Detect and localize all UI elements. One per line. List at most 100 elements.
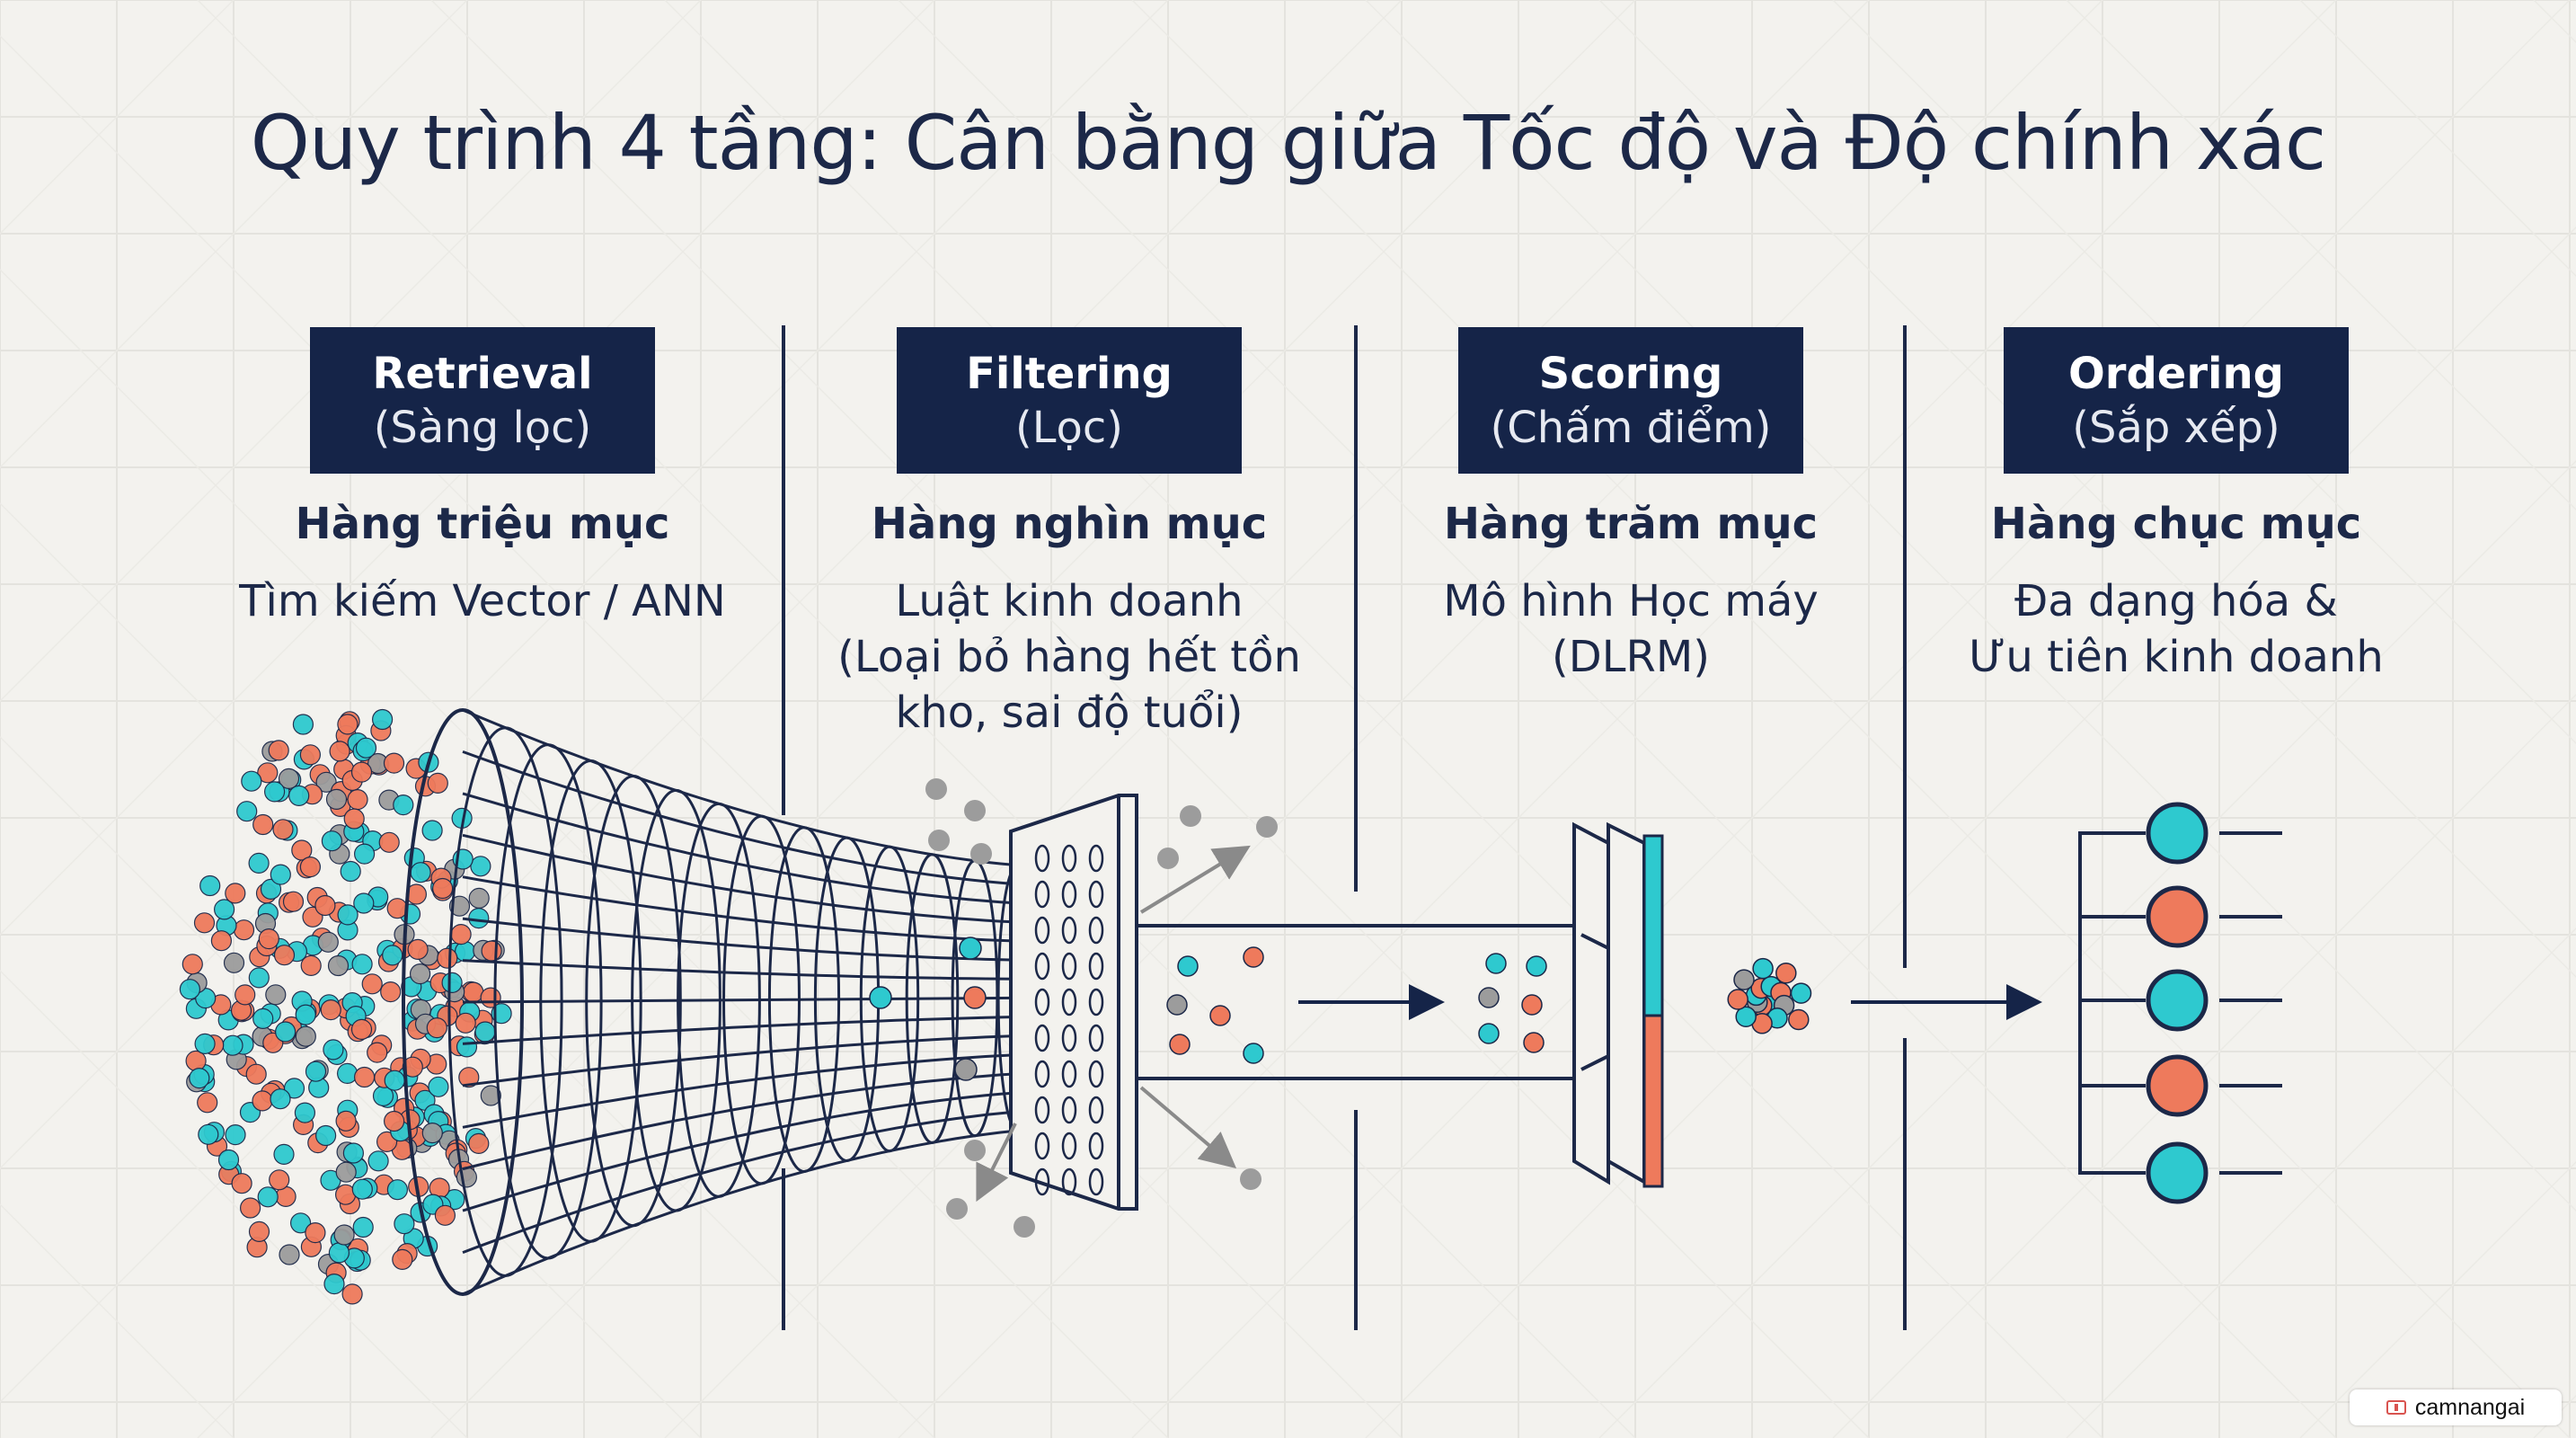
item-dot bbox=[1209, 1005, 1231, 1026]
desc-line: Mô hình Học máy bbox=[1443, 576, 1819, 626]
grid-line bbox=[0, 0, 1402, 1438]
grid-line bbox=[0, 969, 468, 1438]
grid-line bbox=[1832, 693, 2576, 1438]
item-dot bbox=[354, 843, 376, 865]
item-dot bbox=[245, 1063, 267, 1085]
item-dot bbox=[333, 1224, 355, 1246]
item-dot bbox=[292, 714, 314, 735]
item-dot bbox=[428, 1076, 449, 1097]
stage-name: Filtering bbox=[966, 348, 1173, 399]
item-dot bbox=[283, 1078, 305, 1099]
item-dot bbox=[235, 984, 256, 1006]
item-dot bbox=[1523, 1032, 1545, 1053]
filter-hole bbox=[1034, 952, 1050, 981]
filter-hole bbox=[1061, 844, 1077, 873]
item-dot bbox=[1166, 994, 1188, 1016]
item-dot bbox=[963, 986, 987, 1009]
item-dot bbox=[325, 788, 348, 811]
grid-line bbox=[2066, 927, 2576, 1438]
item-dot bbox=[474, 1021, 496, 1043]
pipe-mouth bbox=[1580, 933, 1610, 1071]
item-dot bbox=[335, 1110, 357, 1132]
item-cloud bbox=[179, 708, 512, 1305]
item-dot bbox=[317, 931, 339, 953]
item-dot bbox=[179, 979, 200, 1000]
item-dot bbox=[481, 940, 502, 962]
funnel-ring bbox=[539, 759, 642, 1243]
item-dot bbox=[295, 1025, 316, 1047]
item-dot bbox=[392, 1248, 413, 1271]
stage-count-retrieval: Hàng triệu mục bbox=[295, 499, 670, 549]
stage-subtitle: (Lọc) bbox=[1015, 402, 1123, 453]
item-dot bbox=[402, 1056, 423, 1078]
item-dot bbox=[321, 830, 342, 852]
item-dot bbox=[270, 864, 291, 885]
item-dot bbox=[198, 1123, 219, 1145]
ranked-item bbox=[2146, 969, 2209, 1032]
funnel-strand bbox=[462, 1033, 1061, 1087]
item-dot bbox=[231, 1173, 252, 1194]
item-dot bbox=[354, 1066, 376, 1088]
stage-subtitle: (Sắp xếp) bbox=[2072, 402, 2280, 453]
filter-hole bbox=[1088, 1167, 1104, 1196]
item-dot bbox=[434, 1204, 456, 1226]
item-dot bbox=[468, 1132, 490, 1155]
item-dot bbox=[869, 986, 892, 1009]
item-dot bbox=[468, 907, 490, 929]
stage-count-filtering: Hàng nghìn mục bbox=[871, 499, 1268, 549]
funnel-strand bbox=[462, 1015, 1061, 1045]
item-dot bbox=[383, 752, 405, 774]
item-dot bbox=[380, 981, 402, 1003]
filter-hole bbox=[1088, 1096, 1104, 1124]
filter-hole bbox=[1034, 1060, 1050, 1088]
item-dot bbox=[382, 945, 403, 966]
item-dot bbox=[315, 1124, 337, 1147]
item-dot bbox=[1485, 953, 1507, 974]
item-dot bbox=[384, 1070, 405, 1091]
item-dot bbox=[299, 856, 321, 878]
item-dot bbox=[252, 813, 274, 836]
stage-desc-ordering: Đa dạng hóa & Ưu tiên kinh doanh bbox=[1898, 573, 2455, 685]
item-dot bbox=[367, 1042, 388, 1063]
item-dot bbox=[361, 973, 383, 995]
filter-hole bbox=[1061, 1060, 1077, 1088]
rejected-dot bbox=[1014, 1216, 1035, 1238]
item-dot bbox=[1752, 957, 1774, 980]
item-dot bbox=[279, 1244, 300, 1265]
item-dot bbox=[268, 740, 289, 761]
item-dot bbox=[282, 891, 305, 912]
item-dot bbox=[340, 860, 361, 883]
item-dot bbox=[350, 761, 373, 783]
filter-hole bbox=[1088, 1060, 1104, 1088]
filter-hole bbox=[1061, 1132, 1077, 1160]
item-dot bbox=[214, 899, 235, 920]
item-dot bbox=[181, 954, 203, 975]
funnel-strand bbox=[462, 959, 1060, 981]
item-dot bbox=[252, 1007, 274, 1030]
reject-arrow bbox=[1139, 1086, 1237, 1169]
item-dot bbox=[258, 928, 279, 950]
filter-hole bbox=[1088, 844, 1104, 873]
filter-hole bbox=[1088, 916, 1104, 945]
item-dot bbox=[260, 878, 282, 901]
grid-line bbox=[0, 0, 935, 936]
item-dot bbox=[1177, 955, 1199, 977]
scoring-plate bbox=[1607, 821, 1646, 1185]
item-dot bbox=[337, 714, 359, 735]
item-dot bbox=[341, 1283, 363, 1305]
score-bar-coral bbox=[1642, 1014, 1664, 1188]
item-dot bbox=[456, 1036, 478, 1058]
stage-subtitle: (Chấm điểm) bbox=[1490, 402, 1772, 453]
item-dot bbox=[210, 930, 232, 952]
stage-divider bbox=[1903, 1038, 1907, 1330]
item-dot bbox=[1521, 994, 1543, 1016]
item-dot bbox=[225, 883, 246, 904]
item-dot bbox=[257, 762, 279, 784]
desc-line: Tìm kiếm Vector / ANN bbox=[239, 576, 726, 626]
item-dot bbox=[236, 801, 258, 822]
funnel-ring bbox=[631, 788, 721, 1212]
item-dot bbox=[217, 1149, 240, 1171]
watermark-text: camnangai bbox=[2414, 1394, 2526, 1420]
item-dot bbox=[410, 862, 431, 883]
filter-hole bbox=[1061, 952, 1077, 981]
